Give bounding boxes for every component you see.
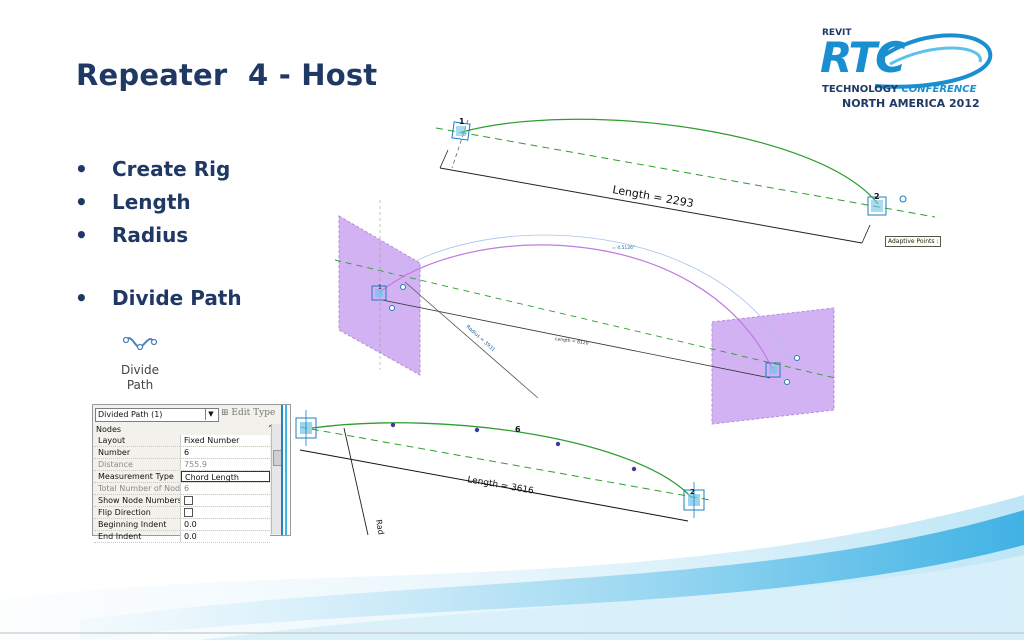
properties-palette: Divided Path (1) ▼ ⊞ Edit Type Nodes ⌃ L… xyxy=(92,404,291,543)
property-key: Distance xyxy=(94,459,181,470)
middle-length-label: Length = 8120 xyxy=(555,336,589,347)
middle-length-dimension xyxy=(381,299,771,379)
top-node-1-label: 1 xyxy=(459,117,465,126)
top-length-dimension xyxy=(439,167,863,244)
property-key: Measurement Type xyxy=(94,471,181,482)
bullet-length: Length xyxy=(75,188,242,221)
middle-arc-outer xyxy=(377,234,791,361)
bottom-rig: Length = 3616 6 2 Rad xyxy=(295,410,711,536)
adaptive-points-tooltip: Adaptive Points : xyxy=(885,236,942,247)
property-key: Flip Direction xyxy=(94,507,181,518)
bottom-arc xyxy=(311,422,693,499)
flip-direction-checkbox[interactable] xyxy=(184,508,193,517)
bottom-radius-line xyxy=(343,427,369,536)
slide-title: Repeater 4 - Host xyxy=(76,58,378,92)
property-key: Number xyxy=(94,447,181,458)
property-key: Total Number of Nodes xyxy=(94,483,181,494)
bottom-node xyxy=(555,441,561,447)
palette-edge xyxy=(281,405,290,535)
rtc-logo: REVIT RTC TECHNOLOGY CONFERENCE NORTH AM… xyxy=(820,28,1000,112)
top-arc xyxy=(461,118,879,205)
top-reference-line xyxy=(435,127,936,218)
logo-conference: CONFERENCE xyxy=(901,84,977,95)
bottom-radius-label: Rad xyxy=(374,519,386,536)
divide-path-icon xyxy=(122,336,158,351)
logo-technology: TECHNOLOGY xyxy=(822,84,898,95)
logo-revit: REVIT xyxy=(822,28,852,38)
beginning-indent-field[interactable]: 0.0 xyxy=(181,519,270,530)
top-node-2-label: 2 xyxy=(874,192,880,201)
middle-rig: Length = 8120 Radius = 3931 = 4.5126" 1 xyxy=(334,200,836,425)
logo-swirl xyxy=(874,33,993,89)
edit-type-button[interactable]: ⊞ Edit Type xyxy=(221,408,275,418)
bottom-node xyxy=(390,422,396,428)
property-key: Show Node Numbers xyxy=(94,495,181,506)
show-node-numbers-checkbox-cell xyxy=(181,495,270,506)
measurement-type-select[interactable]: Chord Length xyxy=(181,471,270,482)
property-key: End Indent xyxy=(94,531,181,542)
bullet-list: Create Rig Length Radius Divide Path xyxy=(75,155,242,317)
logo-north-america: NORTH AMERICA 2012 xyxy=(842,97,980,110)
logo-tagline: TECHNOLOGY CONFERENCE xyxy=(822,84,976,95)
number-field[interactable]: 6 xyxy=(181,447,270,458)
middle-arc xyxy=(379,244,773,369)
bottom-node xyxy=(631,466,637,472)
property-key: Beginning Indent xyxy=(94,519,181,530)
bottom-reference-line xyxy=(299,426,711,501)
top-rig: Length = 2293 1 2 xyxy=(435,117,936,244)
logo-rtc: RTC xyxy=(820,33,906,82)
middle-point-2 xyxy=(765,362,781,378)
flip-direction-checkbox-cell xyxy=(181,507,270,518)
bottom-node-2-label: 2 xyxy=(690,488,695,496)
bullet-divide-path: Divide Path xyxy=(75,284,242,317)
middle-node-1-label: 1 xyxy=(378,284,382,291)
divide-path-label-2: Path xyxy=(126,378,154,392)
middle-point-1 xyxy=(371,285,387,301)
top-point-2 xyxy=(867,196,887,216)
layout-value[interactable]: Fixed Number xyxy=(181,435,270,446)
bottom-length-dimension xyxy=(299,449,689,522)
edit-type-icon: ⊞ xyxy=(221,408,229,418)
section-nodes[interactable]: Nodes xyxy=(96,425,122,434)
total-nodes-value: 6 xyxy=(181,483,270,494)
middle-reference-line xyxy=(334,259,836,379)
distance-value: 755.9 xyxy=(181,459,270,470)
edit-type-label: Edit Type xyxy=(231,408,276,418)
bullet-radius: Radius xyxy=(75,221,242,254)
middle-radius-line xyxy=(404,281,539,399)
bottom-length-label: Length = 3616 xyxy=(466,475,534,497)
property-key: Layout xyxy=(94,435,181,446)
end-indent-field[interactable]: 0.0 xyxy=(181,531,270,542)
show-node-numbers-checkbox[interactable] xyxy=(184,496,193,505)
bullet-create-rig: Create Rig xyxy=(75,155,242,188)
properties-scrollbar[interactable] xyxy=(271,424,282,534)
divide-path-tool[interactable]: Divide Path xyxy=(112,332,168,392)
top-point-1 xyxy=(451,121,471,141)
property-row-show-node-numbers: Show Node Numbers xyxy=(94,495,270,507)
divide-path-label-1: Divide xyxy=(120,363,159,377)
property-row-flip-direction: Flip Direction xyxy=(94,507,270,519)
bottom-node xyxy=(474,427,480,433)
collapse-icon[interactable]: ⌃ xyxy=(267,424,274,433)
middle-arc-note: = 4.5126" xyxy=(612,245,635,251)
type-selector[interactable]: Divided Path (1) xyxy=(95,408,219,422)
chevron-down-icon[interactable]: ▼ xyxy=(205,408,216,420)
bottom-node-count-label: 6 xyxy=(515,425,521,434)
